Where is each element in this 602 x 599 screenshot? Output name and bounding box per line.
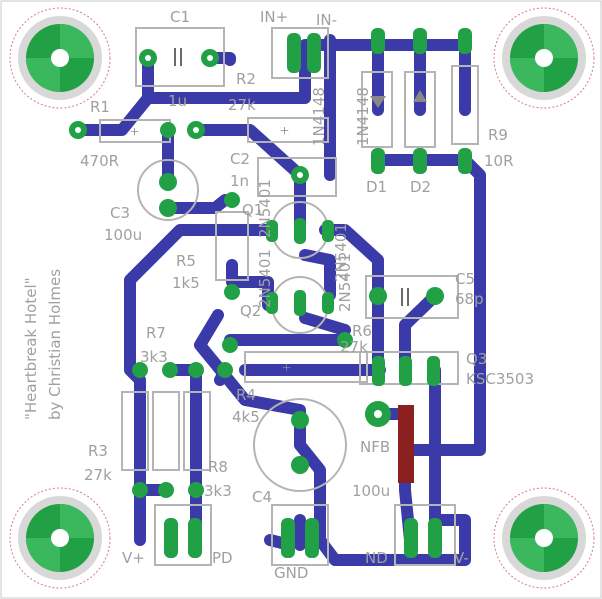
svg-text:+: + — [130, 124, 139, 141]
label-r8-ref: R8 — [208, 458, 228, 476]
capacitor-c1 — [135, 27, 225, 87]
mounting-hole-top-left — [9, 7, 111, 109]
label-d2-value: 1N4148 — [354, 87, 372, 146]
label-q3-ref: Q3 — [466, 350, 487, 368]
resistor-r8 — [183, 391, 211, 471]
label-c2-ref: C2 — [230, 150, 250, 168]
connector-gnd — [271, 504, 329, 566]
label-c3-value: 100u — [104, 226, 142, 244]
label-q2-value-lower: 2N5401 — [256, 249, 274, 308]
label-c3-ref: C3 — [110, 204, 130, 222]
label-d1-value: 1N4148 — [310, 87, 328, 146]
label-r2-value: 27k — [228, 96, 256, 114]
label-v-minus: V- — [454, 549, 469, 567]
resistor-r7 — [152, 391, 180, 471]
label-c4-ref: C4 — [252, 488, 272, 506]
label-r7-value: 3k3 — [140, 348, 168, 366]
label-q1-ref: Q1 — [242, 201, 263, 219]
mounting-hole-bottom-left — [9, 487, 111, 589]
label-q2-ref: Q2 — [240, 302, 261, 320]
label-nfb: NFB — [360, 438, 390, 456]
silkscreen-labels: C1 1u IN+ IN- R2 27k R1 470R C2 1n C3 10… — [22, 8, 534, 582]
label-nd: ND — [365, 549, 388, 567]
label-in-plus: IN+ — [260, 8, 288, 26]
connector-input — [271, 27, 329, 79]
pads — [69, 28, 472, 558]
connector-power-right — [394, 504, 456, 566]
label-r4-value: 4k5 — [232, 408, 260, 426]
resistor-r6: + — [244, 351, 368, 383]
label-r8-value: 3k3 — [204, 482, 232, 500]
label-c5-ref: C5 — [455, 270, 475, 288]
mounting-hole-bottom-right — [493, 487, 595, 589]
label-gnd: GND — [274, 564, 308, 582]
label-q1-value: 2N5401 — [256, 179, 274, 238]
nfb-bridge-via — [398, 405, 414, 483]
label-v-plus: V+ — [122, 549, 145, 567]
svg-text:+: + — [280, 123, 289, 140]
label-q1-value-right: 2N5401 — [336, 253, 354, 312]
label-r3-value: 27k — [84, 466, 112, 484]
label-r6-ref: R6 — [352, 322, 372, 340]
label-r5-value: 1k5 — [172, 274, 200, 292]
connector-power-left — [154, 504, 212, 566]
electrolytic-c4 — [253, 398, 347, 492]
label-r7-ref: R7 — [146, 324, 166, 342]
label-c2-value: 1n — [230, 172, 249, 190]
svg-text:+: + — [282, 360, 291, 377]
label-c5-value: 68p — [455, 290, 484, 308]
label-r5-ref: R5 — [176, 252, 196, 270]
electrolytic-c3 — [137, 159, 199, 221]
diode-d2 — [404, 71, 436, 148]
diode-d1 — [361, 71, 393, 148]
capacitor-c2 — [257, 157, 337, 197]
label-in-minus: IN- — [316, 11, 337, 29]
label-r1-value: 470R — [80, 152, 119, 170]
resistor-r5 — [215, 211, 249, 281]
label-r2-ref: R2 — [236, 70, 256, 88]
label-r9-ref: R9 — [488, 126, 508, 144]
label-pd: PD — [212, 549, 233, 567]
label-c4-value: 100u — [352, 482, 390, 500]
label-c1-ref: C1 — [170, 8, 190, 26]
capacitor-c5 — [365, 275, 459, 319]
label-r4-ref: R4 — [236, 386, 256, 404]
resistor-r2: + — [247, 117, 329, 143]
label-q2-value-upper: 2N5401 — [332, 223, 350, 282]
label-c1-value: 1u — [168, 92, 187, 110]
mounting-hole-top-right — [493, 7, 595, 109]
label-r3-ref: R3 — [88, 442, 108, 460]
label-q3-value: KSC3503 — [466, 370, 534, 388]
label-r9-value: 10R — [484, 152, 514, 170]
label-d2-ref: D2 — [410, 178, 431, 196]
label-r1-ref: R1 — [90, 98, 110, 116]
label-d1-ref: D1 — [366, 178, 387, 196]
credit-title: "Heartbreak Hotel" — [22, 277, 40, 420]
label-r6-value: 27k — [340, 338, 368, 356]
resistor-r9 — [451, 65, 479, 145]
resistor-r3 — [121, 391, 149, 471]
credit-author: by Christian Holmes — [46, 269, 64, 420]
